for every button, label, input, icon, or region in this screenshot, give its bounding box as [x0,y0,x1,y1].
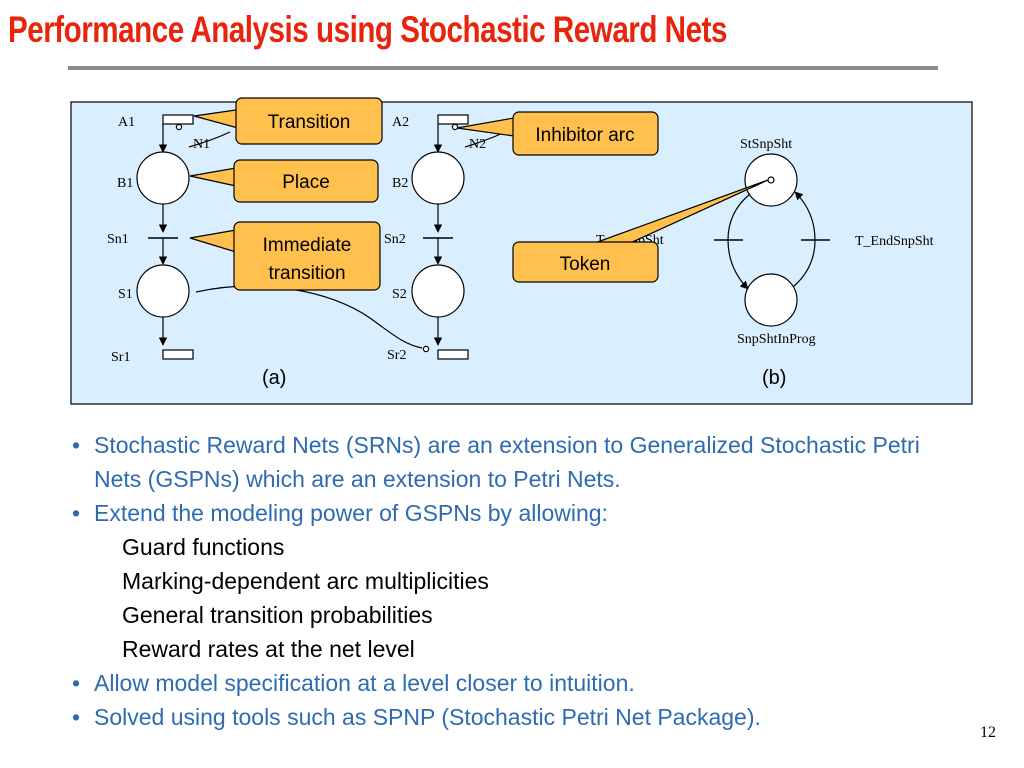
net-a-labels: A1 N1 B1 Sn1 S1 Sr1 A2 N2 B2 Sn2 S2 Sr2 [107,115,486,365]
bullet-text: Extend the modeling power of GSPNs by al… [94,500,608,526]
bullet-text: Guard functions [122,534,285,560]
place-b1 [136,151,190,205]
place-s1 [136,264,190,318]
label-snpshtinprog: SnpShtInProg [737,332,816,347]
bullet-dot: • [72,670,81,696]
bullet-text: Solved using tools such as SPNP (Stochas… [94,704,761,730]
net-a-right-column [195,114,506,360]
callout-inhibitor-arc: Inhibitor arc [456,111,659,156]
title-underline [68,66,938,70]
bullet-text: General transition probabilities [122,602,433,628]
label-s1: S1 [118,287,133,302]
bullet-item: General transition probabilities [70,598,970,632]
label-n1: N1 [193,137,210,152]
transition-a2 [437,114,469,125]
label-sr1: Sr1 [111,350,130,365]
label-stsnpsht: StSnpSht [740,137,792,152]
bullet-text: Reward rates at the net level [122,636,415,662]
page-number: 12 [980,724,996,741]
callout-immediate-line1: Immediate [263,235,352,256]
label-sr2: Sr2 [387,348,406,363]
bullet-dot: • [72,432,81,458]
label-b1: B1 [117,176,133,191]
bullet-item: Marking-dependent arc multiplicities [70,564,970,598]
label-sn2: Sn2 [384,232,406,247]
label-t-endsnpsht: T_EndSnpSht [855,234,934,249]
bullet-text: Marking-dependent arc multiplicities [122,568,489,594]
callout-inhibitor-text: Inhibitor arc [535,125,634,146]
bullet-text: Allow model specification at a level clo… [94,670,635,696]
arc-snpshtinprog-to-t-endsnpsht [792,239,816,288]
caption-a: (a) [262,367,286,389]
transition-sr2 [437,349,469,360]
bullet-item: • Stochastic Reward Nets (SRNs) are an ex… [70,428,970,496]
bullet-item: • Solved using tools such as SPNP (Stocha… [70,700,970,734]
arc-stsnpsht-to-t-stsnpsht [727,193,751,241]
callout-immediate-line2: transition [268,263,345,284]
callout-transition: Transition [193,97,383,145]
place-s2 [411,264,465,318]
bullet-text: Stochastic Reward Nets (SRNs) are an ext… [94,432,920,492]
callout-transition-text: Transition [268,112,351,133]
transition-a1 [162,114,194,125]
arc-t-stsnpsht-to-snpshtinprog [727,239,749,290]
caption-b: (b) [762,367,786,389]
label-a2: A2 [392,115,409,130]
arc-t-endsnpsht-to-stsnpsht [794,191,816,241]
inhibitor-arc-n1 [188,131,231,148]
transition-sr1 [162,349,194,360]
callout-place: Place [189,159,379,203]
net-b [714,153,830,327]
callout-place-text: Place [282,172,330,193]
bullet-dot: • [72,500,81,526]
slide-title: Performance Analysis using Stochastic Re… [8,9,727,50]
label-sn1: Sn1 [107,232,129,247]
place-snpshtinprog [744,273,798,327]
inhibitor-head-sr2 [422,345,430,353]
callout-immediate-transition: Immediate transition [189,221,381,291]
label-n2: N2 [469,137,486,152]
callout-token: Token [512,179,769,283]
callout-token-text: Token [560,254,611,275]
inhibitor-head-n1 [175,123,183,131]
bullet-item: • Extend the modeling power of GSPNs by a… [70,496,970,530]
bullet-item: Guard functions [70,530,970,564]
net-a-left-column [136,114,231,360]
bullet-item: Reward rates at the net level [70,632,970,666]
place-b2 [411,151,465,205]
label-a1: A1 [118,115,135,130]
token-dot [767,176,775,184]
bullet-list: • Stochastic Reward Nets (SRNs) are an ex… [70,428,970,734]
label-s2: S2 [392,287,407,302]
inhibitor-head-n2 [451,123,459,131]
bullet-item: • Allow model specification at a level cl… [70,666,970,700]
bullet-dot: • [72,704,81,730]
label-b2: B2 [392,176,408,191]
